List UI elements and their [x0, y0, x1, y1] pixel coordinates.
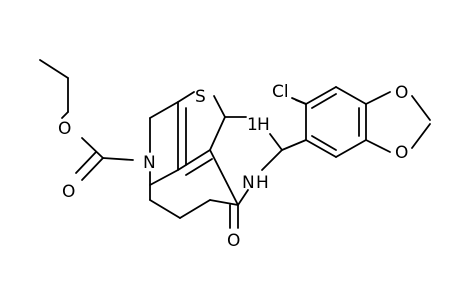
bond-c5-c4 — [149, 199, 181, 219]
atom-h-bottom: H — [256, 173, 269, 193]
bond-c-eq-o-a — [81, 157, 104, 181]
bond-ar5-ar6 — [335, 139, 367, 158]
bond-o-ch2-bottom — [411, 123, 431, 149]
bond-ch2-o — [61, 111, 69, 119]
bond-c2-aryl — [281, 139, 307, 151]
atom-o-dioxole-top: O — [395, 83, 408, 103]
bond-ar4-o — [365, 91, 391, 105]
bond-c-eq-o-b — [75, 151, 97, 174]
bond-c4-c4a — [209, 199, 239, 206]
bond-cl-link — [291, 97, 307, 105]
bond-ethyl-ch3 — [39, 59, 69, 79]
atom-label-layer: O O N S 1 H N H O Cl O O — [58, 82, 408, 251]
bond-c7a-s — [177, 91, 195, 103]
bond-c4-c3a — [179, 199, 211, 219]
bond-c4a-c3a-inner — [185, 158, 213, 176]
atom-cl: Cl — [272, 82, 289, 102]
bond-o-ch2-top — [411, 95, 431, 121]
bond-c2-n3 — [261, 149, 283, 171]
bond-layer — [39, 59, 431, 229]
bond-nh-c2 — [269, 133, 283, 151]
bond-ar6-ar1 — [305, 139, 337, 158]
bond-c4a-c3a — [177, 149, 211, 171]
atom-o-ketone: O — [227, 231, 240, 251]
bond-c4a-c4 — [209, 149, 239, 206]
bond-o-carbonyl — [81, 137, 104, 159]
bond-c7-c7a — [149, 101, 179, 119]
atom-o-ester-carbonyl: O — [62, 182, 75, 202]
atom-o-ester-ether: O — [58, 119, 71, 139]
bond-s-c8a — [213, 95, 226, 118]
bond-ar2-ar3 — [305, 86, 337, 105]
bond-c8a-c4a — [209, 116, 226, 151]
atom-nh-top: 1 — [247, 115, 258, 135]
atom-n-ring: N — [143, 153, 156, 173]
atom-o-dioxole-bottom: O — [395, 143, 408, 163]
bond-ar5-o — [365, 139, 391, 153]
bond-c3a-ring — [149, 169, 179, 186]
bond-c-n — [102, 157, 134, 161]
atom-s: S — [195, 87, 206, 107]
bond-ar3-ar4 — [335, 86, 367, 105]
bond-ar2-ar3-inner — [311, 93, 337, 109]
bond-ar6-ar1-inner — [311, 135, 337, 151]
bond-n3-c4 — [237, 189, 249, 206]
atom-n-bottom: N — [242, 173, 255, 193]
atom-h-top: H — [257, 115, 270, 135]
